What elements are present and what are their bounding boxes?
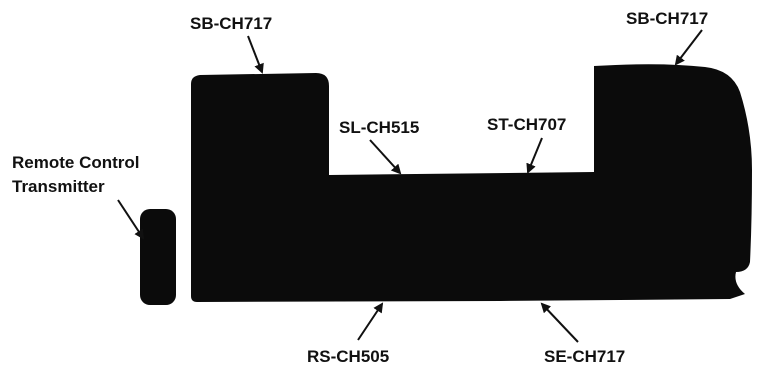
sb-left-arrow xyxy=(247,35,264,74)
se-arrow xyxy=(540,302,579,343)
component-stack-silhouette xyxy=(191,64,752,302)
sl-arrow xyxy=(369,139,402,175)
remote-arrow xyxy=(117,199,145,240)
label-remote-line1: Remote Control xyxy=(12,153,140,172)
label-sl: SL-CH515 xyxy=(339,118,419,137)
rs-arrow xyxy=(357,302,384,341)
sb-right-arrow xyxy=(674,29,703,66)
st-arrow xyxy=(526,137,543,174)
label-se: SE-CH717 xyxy=(544,347,625,366)
label-sb-left: SB-CH717 xyxy=(190,14,272,33)
label-st: ST-CH707 xyxy=(487,115,566,134)
label-rs: RS-CH505 xyxy=(307,347,389,366)
label-sb-right: SB-CH717 xyxy=(626,9,708,28)
remote-control-transmitter xyxy=(140,209,176,305)
label-remote-line2: Transmitter xyxy=(12,177,105,196)
